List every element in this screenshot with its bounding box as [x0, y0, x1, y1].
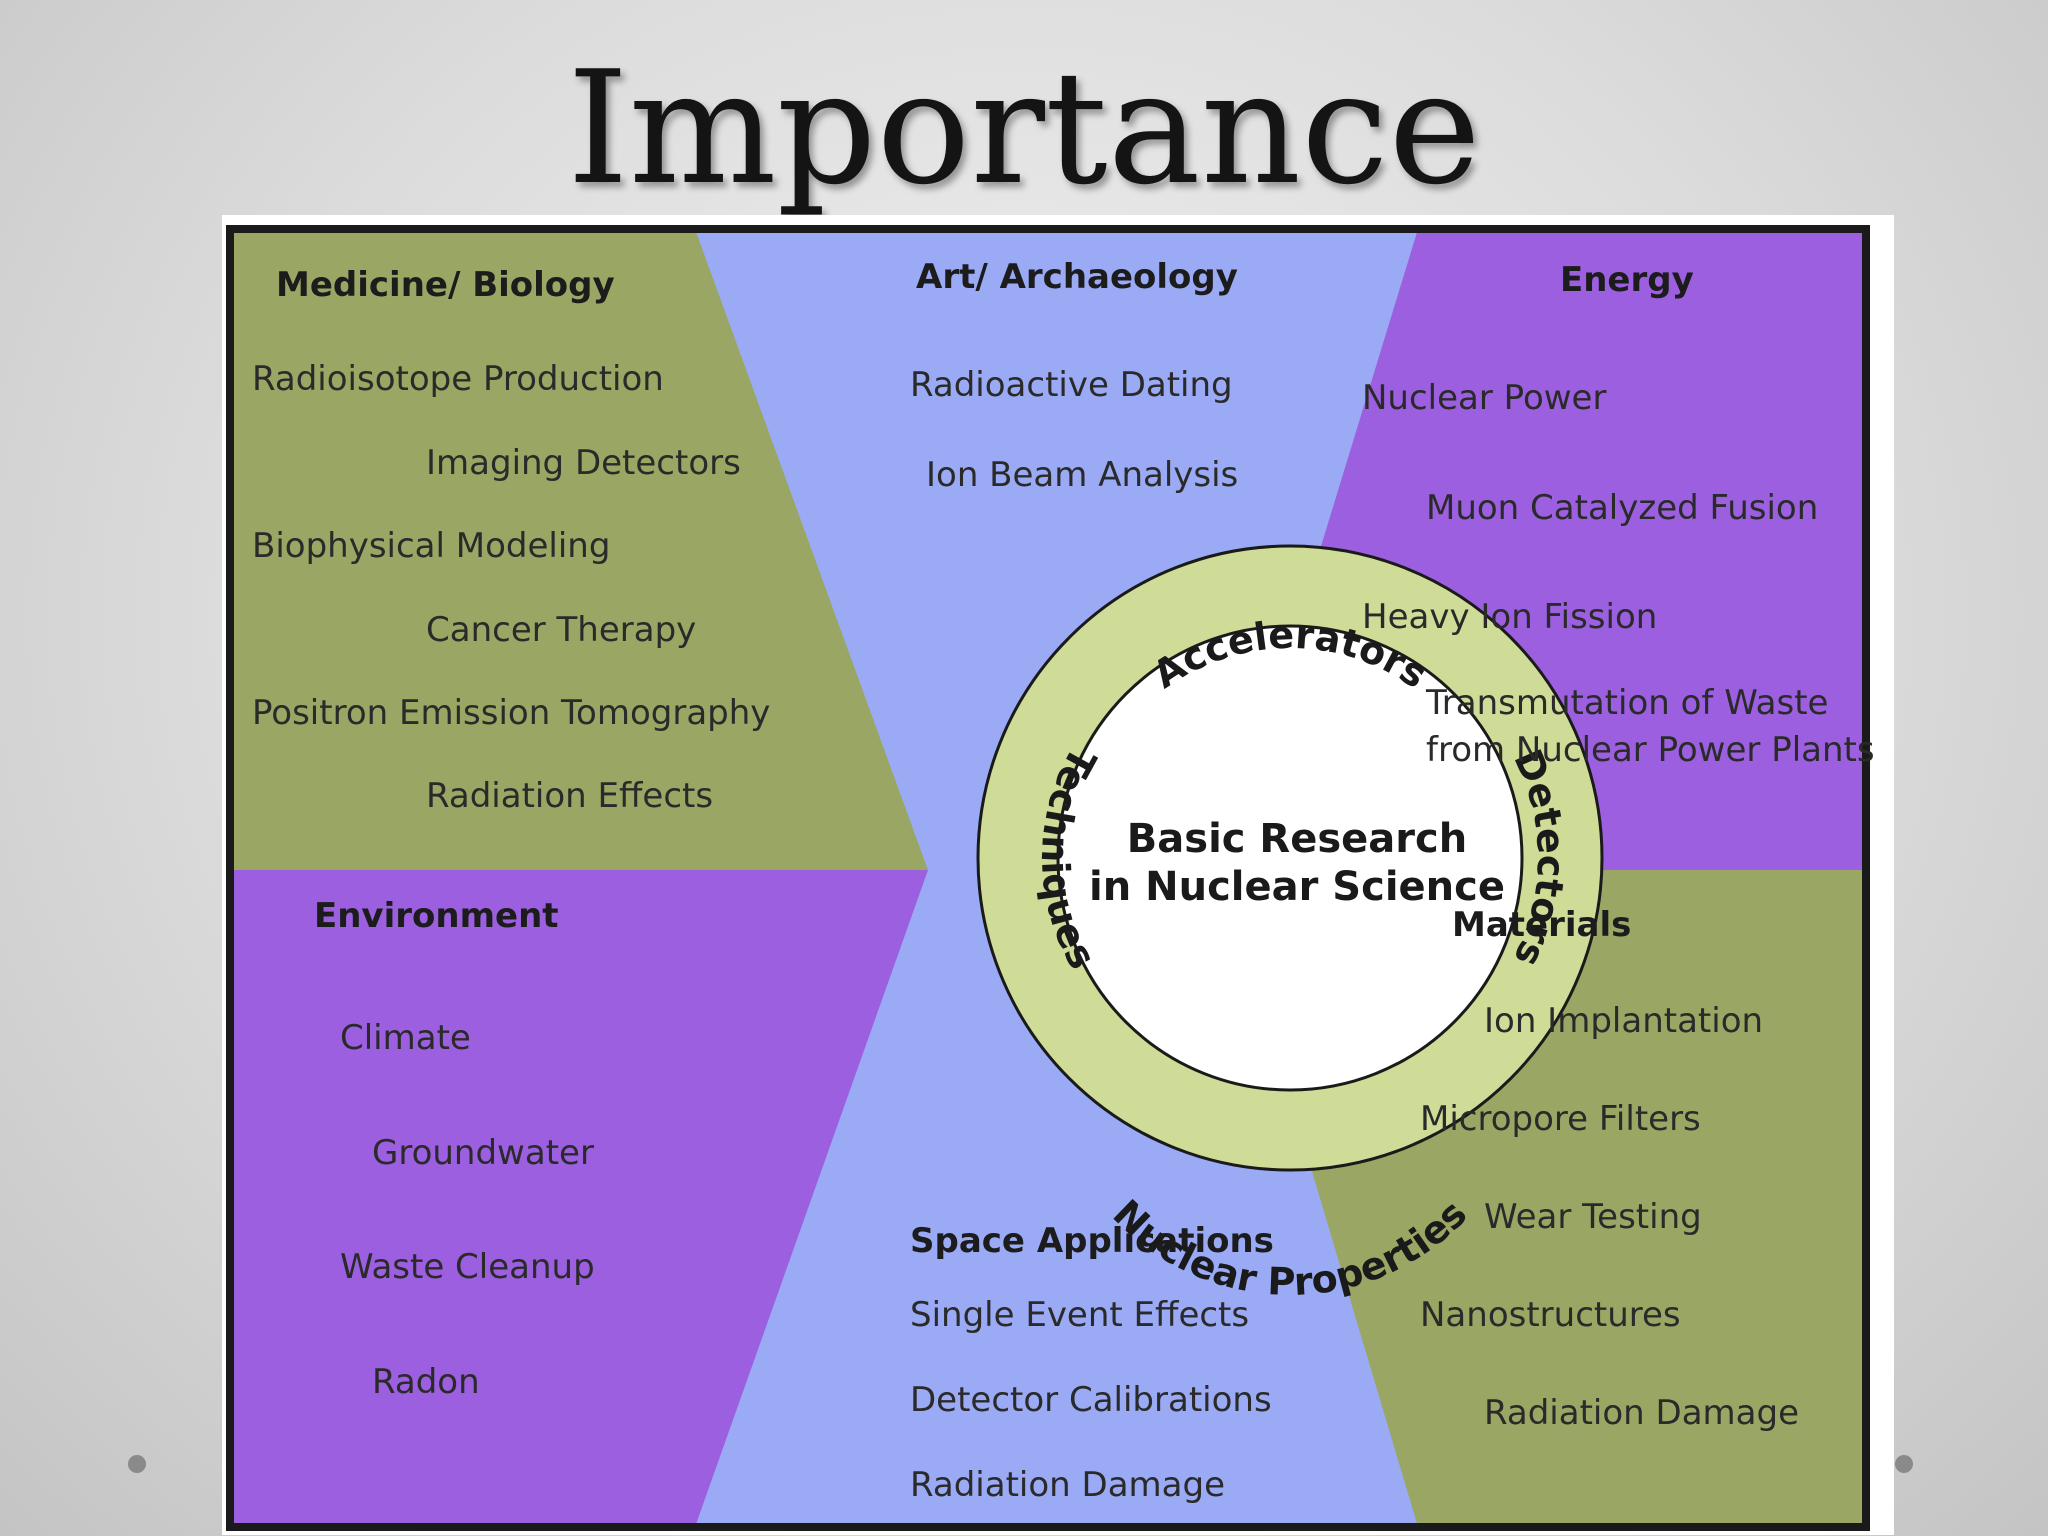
medicine-item: Radiation Effects — [426, 776, 714, 816]
energy-item: from Nuclear Power Plants — [1426, 730, 1875, 770]
center-title-line2: in Nuclear Science — [1089, 864, 1505, 910]
space-item: Detector Calibrations — [910, 1380, 1272, 1420]
medicine-item: Imaging Detectors — [426, 443, 741, 483]
space-item: Radiation Damage — [910, 1465, 1225, 1505]
environment-sector — [230, 870, 928, 1527]
center-circle — [1056, 624, 1524, 1092]
medicine-sector — [230, 229, 928, 870]
materials-item: Radiation Damage — [1484, 1393, 1799, 1433]
diagram-canvas: Accelerators Nuclear Properties Detector… — [226, 225, 1870, 1531]
materials-item: Nanostructures — [1420, 1295, 1681, 1335]
materials-item: Wear Testing — [1484, 1197, 1702, 1237]
medicine-heading: Medicine/ Biology — [276, 265, 615, 305]
environment-item: Climate — [340, 1018, 471, 1058]
medicine-item: Radioisotope Production — [252, 359, 664, 399]
center-title: Basic Research in Nuclear Science — [1062, 815, 1532, 911]
nuclear-science-diagram: Accelerators Nuclear Properties Detector… — [222, 215, 1894, 1535]
environment-heading: Environment — [314, 896, 559, 936]
materials-item: Ion Implantation — [1484, 1001, 1764, 1041]
environment-item: Radon — [372, 1362, 480, 1402]
materials-heading: Materials — [1452, 905, 1632, 945]
energy-item: Nuclear Power — [1362, 378, 1607, 418]
energy-item: Muon Catalyzed Fusion — [1426, 488, 1819, 528]
space-heading: Space Applications — [910, 1221, 1274, 1261]
materials-item: Micropore Filters — [1420, 1099, 1701, 1139]
diagram-border — [226, 225, 1870, 1531]
space-item: Single Event Effects — [910, 1295, 1250, 1335]
slide-decoration-dot-right — [1895, 1455, 1913, 1473]
art-heading: Art/ Archaeology — [916, 257, 1238, 297]
art-item: Ion Beam Analysis — [926, 455, 1239, 495]
energy-item: Transmutation of Waste — [1426, 683, 1829, 723]
medicine-item: Positron Emission Tomography — [252, 693, 771, 733]
slide-title: Importance — [567, 37, 1481, 219]
environment-item: Waste Cleanup — [340, 1247, 595, 1287]
environment-item: Groundwater — [372, 1133, 594, 1173]
medicine-item: Biophysical Modeling — [252, 526, 611, 566]
energy-heading: Energy — [1560, 260, 1694, 300]
center-title-line1: Basic Research — [1126, 816, 1468, 862]
medicine-item: Cancer Therapy — [426, 610, 697, 650]
energy-item: Heavy Ion Fission — [1362, 597, 1658, 637]
art-item: Radioactive Dating — [910, 365, 1233, 405]
slide-decoration-dot-left — [128, 1455, 146, 1473]
